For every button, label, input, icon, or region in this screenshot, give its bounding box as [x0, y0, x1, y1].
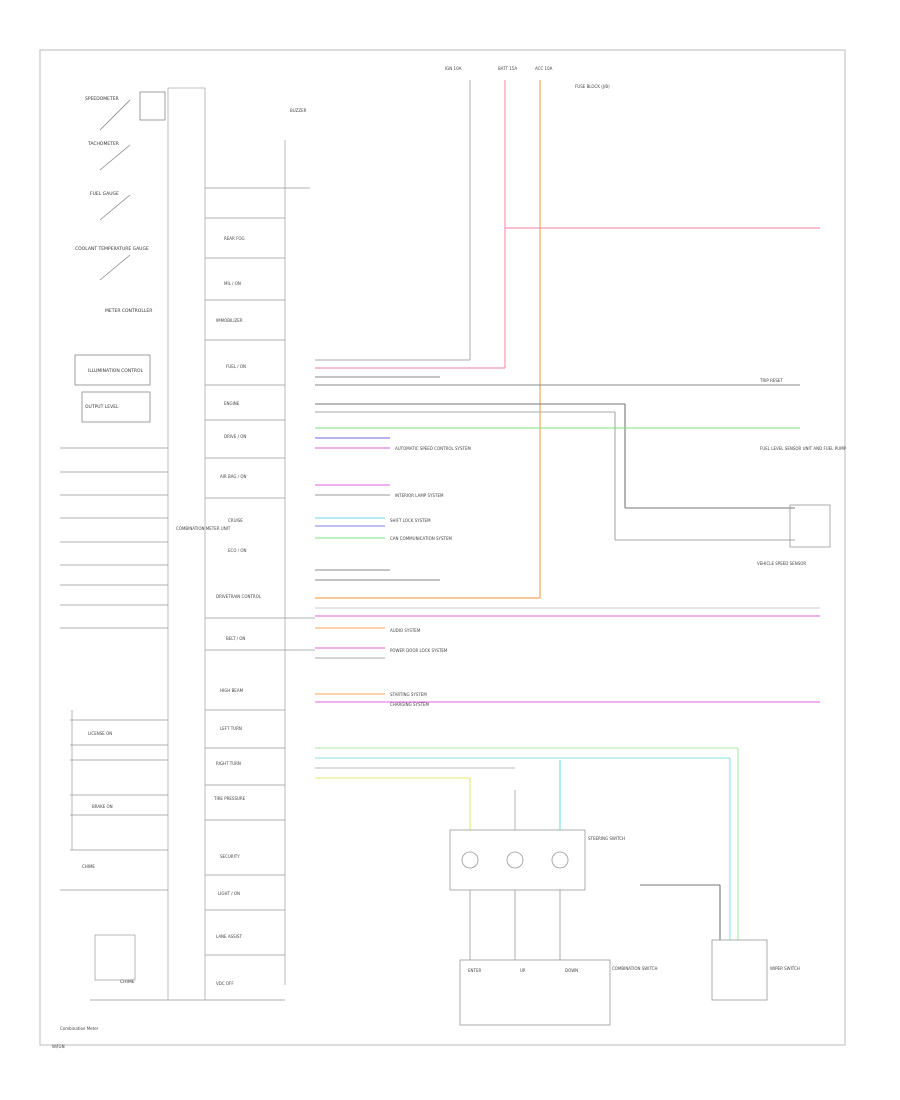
- right-label-group: FUEL LEVEL SENSOR UNIT AND FUEL PUMP VEH…: [468, 378, 847, 973]
- right-components: [449, 504, 831, 1026]
- switch-enter: ENTER: [468, 968, 481, 973]
- indicator-14: RIGHT TURN: [216, 761, 241, 766]
- label-steering-switch: STEERING SWITCH: [588, 836, 625, 841]
- indicator-18: LANE ASSIST: [216, 934, 242, 939]
- lamp-brake: BRAKE ON: [92, 804, 113, 809]
- system-6: STARTING SYSTEM: [390, 692, 427, 697]
- indicator-7: AIR BAG / ON: [220, 474, 247, 479]
- connector-wires: [315, 376, 820, 940]
- indicator-11: BELT / ON: [226, 636, 245, 641]
- system-labels: AUTOMATIC SPEED CONTROL SYSTEM INTERIOR …: [390, 446, 471, 707]
- indicator-2: MIL / ON: [224, 281, 241, 286]
- indicator-17: LIGHT / ON: [218, 891, 240, 896]
- gauge-symbols: [74, 91, 166, 423]
- system-1: INTERIOR LAMP SYSTEM: [395, 493, 444, 498]
- indicator-0: BUZZER: [290, 108, 307, 113]
- fuse-1: BATT 15A: [498, 66, 517, 71]
- system-3: CAN COMMUNICATION SYSTEM: [390, 536, 452, 541]
- diagram-title: Combination Meter: [60, 1026, 99, 1031]
- switch-down: DOWN: [565, 968, 578, 973]
- indicator-3: IMMOBILIZER: [216, 318, 243, 323]
- indicator-6: DRIVE / ON: [224, 434, 246, 439]
- lamp-chime: CHIME: [82, 864, 95, 869]
- corner-label: W/IGN: [52, 1044, 65, 1049]
- label-vehicle-speed: VEHICLE SPEED SENSOR: [757, 561, 806, 566]
- fuse-2: ACC 10A: [535, 66, 553, 71]
- label-wiper: WIPER SWITCH: [770, 966, 800, 971]
- center-unit-label: COMBINATION METER UNIT: [176, 526, 231, 531]
- indicator-15: TIRE PRESSURE: [213, 796, 246, 801]
- top-note: FUSE BLOCK (J/B): [575, 84, 610, 89]
- system-4: AUDIO SYSTEM: [390, 628, 421, 633]
- indicator-19: VDC OFF: [216, 981, 234, 986]
- system-0: AUTOMATIC SPEED CONTROL SYSTEM: [395, 446, 471, 451]
- indicator-column: BUZZER REAR FOG MIL / ON IMMOBILIZER FUE…: [213, 108, 307, 986]
- system-5: POWER DOOR LOCK SYSTEM: [390, 648, 448, 653]
- left-input-lines: [60, 447, 285, 1001]
- indicator-1: REAR FOG: [224, 236, 245, 241]
- indicator-4: FUEL / ON: [226, 364, 246, 369]
- label-chime: CHIME: [120, 979, 135, 985]
- top-fuses: IGN 10A BATT 15A ACC 10A FUSE BLOCK (J/B…: [445, 66, 610, 89]
- indicator-16: SECURITY: [220, 854, 240, 859]
- diagram-border: [39, 49, 846, 1046]
- system-2: SHIFT LOCK SYSTEM: [390, 518, 431, 523]
- center-unit: [167, 87, 286, 1000]
- indicator-lines: [205, 187, 315, 956]
- switch-up: UP: [520, 968, 526, 973]
- label-speedometer: SPEEDOMETER: [85, 96, 119, 102]
- indicator-8: CRUISE: [228, 518, 243, 523]
- label-meter-controller: METER CONTROLLER: [105, 308, 152, 314]
- indicator-10: DRIVETRAIN CONTROL: [216, 594, 262, 599]
- label-tachometer: TACHOMETER: [87, 141, 119, 147]
- left-component-labels: SPEEDOMETER TACHOMETER FUEL GAUGE COOLAN…: [75, 96, 152, 985]
- indicator-9: ECO / ON: [228, 548, 247, 553]
- lamp-group: [70, 710, 168, 981]
- fuse-0: IGN 10A: [445, 66, 462, 71]
- label-illumination: ILLUMINATION CONTROL: [88, 368, 144, 374]
- system-7: CHARGING SYSTEM: [390, 702, 429, 707]
- label-fuel-sender: FUEL LEVEL SENSOR UNIT AND FUEL PUMP: [760, 446, 847, 451]
- label-fuel-gauge: FUEL GAUGE: [90, 191, 119, 197]
- lamp-license: LICENSE ON: [88, 731, 112, 736]
- indicator-13: LEFT TURN: [220, 726, 242, 731]
- vertical-feeds: [315, 80, 820, 599]
- label-combi-switch: COMBINATION SWITCH: [612, 966, 657, 971]
- label-trip-reset: TRIP RESET: [759, 378, 783, 383]
- label-coolant-temp: COOLANT TEMPERATURE GAUGE: [75, 246, 149, 252]
- indicator-5: ENGINE: [224, 401, 240, 406]
- label-output-level: OUTPUT LEVEL: [85, 404, 119, 410]
- indicator-12: HIGH BEAM: [220, 688, 244, 693]
